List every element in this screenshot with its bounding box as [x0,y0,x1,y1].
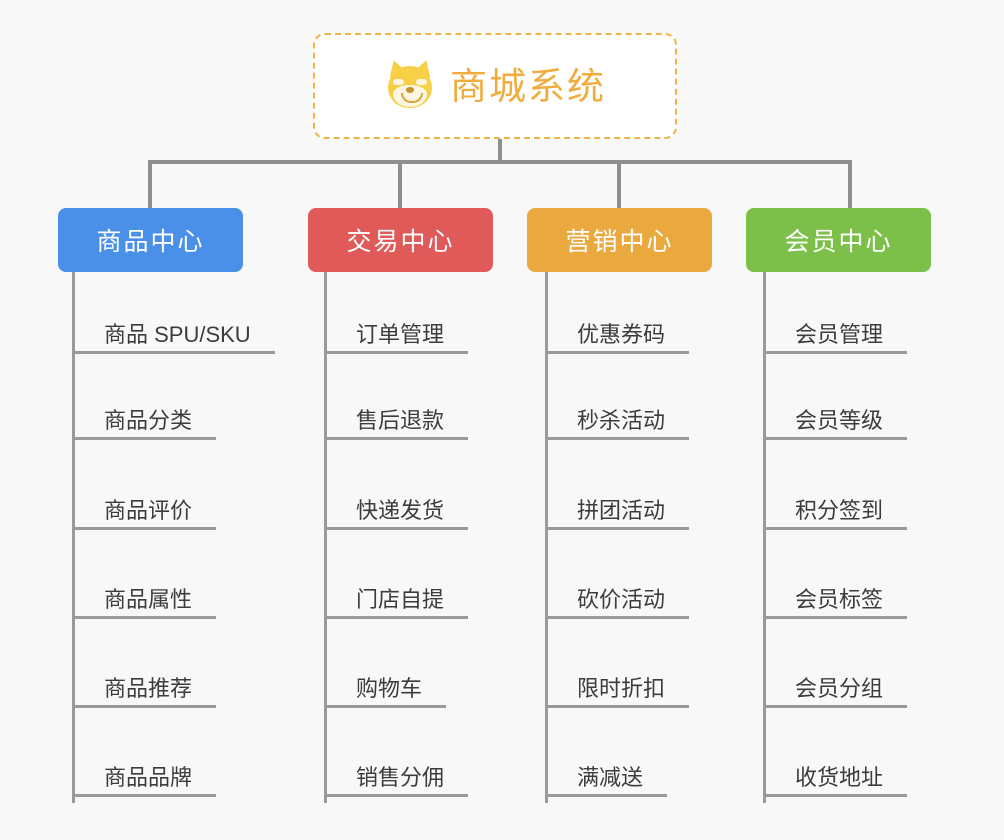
leaf-label: 商品品牌 [104,764,193,790]
leaf-item[interactable]: 快递发货 [324,448,468,530]
branch-spine-1 [72,272,75,803]
connector-drop-branch-3 [617,160,621,208]
leaf-item[interactable]: 会员分组 [763,626,907,708]
leaf-item[interactable]: 订单管理 [324,272,468,354]
leaf-item[interactable]: 门店自提 [324,537,468,619]
leaf-label: 售后退款 [356,407,445,433]
leaf-label: 商品评价 [104,497,193,523]
leaf-item[interactable]: 会员标签 [763,537,907,619]
leaf-label: 积分签到 [795,497,884,523]
branch-header-4[interactable]: 会员中心 [746,208,931,272]
leaf-label: 会员标签 [795,586,884,612]
leaf-item[interactable]: 砍价活动 [545,537,689,619]
leaf-label: 砍价活动 [577,586,666,612]
root-node-title: 商城系统 [450,65,606,107]
leaf-label: 会员等级 [795,407,884,433]
leaf-label: 满减送 [577,764,644,790]
leaf-item[interactable]: 收货地址 [763,715,907,797]
leaf-item[interactable]: 售后退款 [324,358,468,440]
leaf-label: 收货地址 [795,764,884,790]
leaf-label: 门店自提 [356,586,445,612]
shiba-dog-face-icon [384,57,436,112]
leaf-item[interactable]: 商品推荐 [72,626,216,708]
leaf-label: 快递发货 [356,497,445,523]
leaf-label: 商品 SPU/SKU [104,321,251,347]
leaf-item[interactable]: 购物车 [324,626,446,708]
leaf-label: 限时折扣 [577,675,666,701]
leaf-item[interactable]: 积分签到 [763,448,907,530]
connector-drop-branch-2 [398,160,402,208]
leaf-item[interactable]: 商品分类 [72,358,216,440]
leaf-label: 销售分佣 [356,764,445,790]
branch-spine-2 [324,272,327,803]
leaf-label: 订单管理 [356,321,445,347]
branch-header-4-label: 会员中心 [784,228,893,256]
leaf-item[interactable]: 秒杀活动 [545,358,689,440]
leaf-item[interactable]: 拼团活动 [545,448,689,530]
connector-horizontal-bus [148,160,852,164]
leaf-label: 商品推荐 [104,675,193,701]
leaf-label: 拼团活动 [577,497,666,523]
branch-header-3[interactable]: 营销中心 [527,208,712,272]
leaf-label: 商品属性 [104,586,193,612]
leaf-item[interactable]: 满减送 [545,715,667,797]
leaf-label: 秒杀活动 [577,407,666,433]
leaf-item[interactable]: 会员等级 [763,358,907,440]
leaf-item[interactable]: 优惠券码 [545,272,689,354]
leaf-item[interactable]: 销售分佣 [324,715,468,797]
branch-header-2[interactable]: 交易中心 [308,208,493,272]
leaf-item[interactable]: 限时折扣 [545,626,689,708]
leaf-label: 会员分组 [795,675,884,701]
branch-spine-3 [545,272,548,803]
leaf-item[interactable]: 商品评价 [72,448,216,530]
connector-drop-branch-1 [148,160,152,208]
branch-header-2-label: 交易中心 [346,228,455,256]
connector-root-stem [498,139,502,162]
leaf-label: 会员管理 [795,321,884,347]
leaf-label: 购物车 [356,675,423,701]
branch-header-3-label: 营销中心 [565,228,674,256]
leaf-item[interactable]: 商品品牌 [72,715,216,797]
leaf-item[interactable]: 商品 SPU/SKU [72,272,275,354]
leaf-label: 商品分类 [104,407,193,433]
connector-drop-branch-4 [848,160,852,208]
branch-spine-4 [763,272,766,803]
leaf-label: 优惠券码 [577,321,666,347]
branch-header-1[interactable]: 商品中心 [58,208,243,272]
branch-header-1-label: 商品中心 [96,228,205,256]
leaf-item[interactable]: 会员管理 [763,272,907,354]
leaf-item[interactable]: 商品属性 [72,537,216,619]
root-node-mall-system[interactable]: 商城系统 [313,33,677,139]
